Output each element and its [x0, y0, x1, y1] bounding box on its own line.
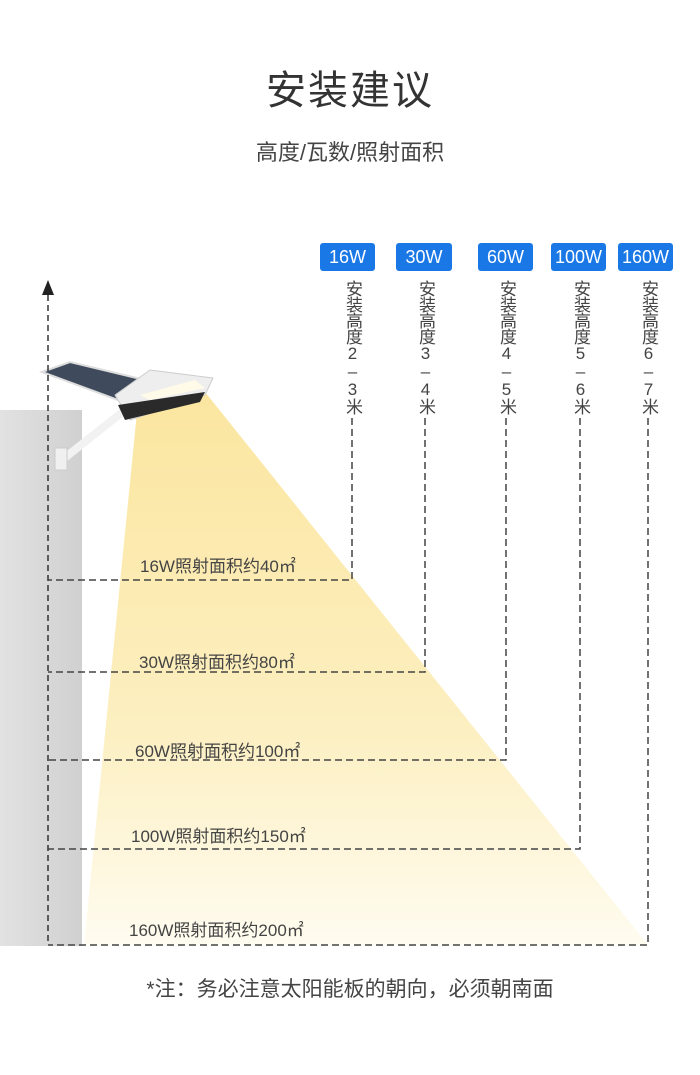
badge-16w: 16W: [320, 243, 375, 271]
height-160w: 安装高度6–7米: [639, 280, 658, 414]
badge-100w: 100W: [551, 243, 606, 271]
light-cone: [84, 392, 648, 945]
badge-60w: 60W: [478, 243, 533, 271]
footer-note: *注：务必注意太阳能板的朝向，必须朝南面: [146, 978, 554, 1001]
guide-line: [48, 418, 649, 946]
height-100w: 安装高度5–6米: [571, 280, 590, 414]
guide-line: [48, 418, 581, 850]
area-16w: 16W照射面积约40㎡: [140, 557, 296, 576]
badge-160w: 160W: [618, 243, 673, 271]
height-30w: 安装高度3–4米: [416, 280, 435, 414]
page-title: 安装建议: [266, 69, 434, 113]
badge-30w: 30W: [396, 243, 452, 271]
height-16w: 安装高度2–3米: [343, 280, 362, 414]
wall: [0, 410, 82, 946]
street-lamp-image: [39, 360, 214, 471]
guide-line: [48, 418, 353, 581]
area-60w: 60W照射面积约100㎡: [135, 742, 301, 761]
guide-line: [48, 418, 507, 761]
area-160w: 160W照射面积约200㎡: [129, 921, 304, 940]
height-60w: 安装高度4–5米: [497, 280, 516, 414]
axis-arrow-icon: [42, 280, 54, 295]
guide-line: [48, 418, 426, 673]
area-100w: 100W照射面积约150㎡: [131, 827, 306, 846]
area-30w: 30W照射面积约80㎡: [139, 653, 295, 672]
page-subtitle: 高度/瓦数/照射面积: [255, 140, 445, 165]
